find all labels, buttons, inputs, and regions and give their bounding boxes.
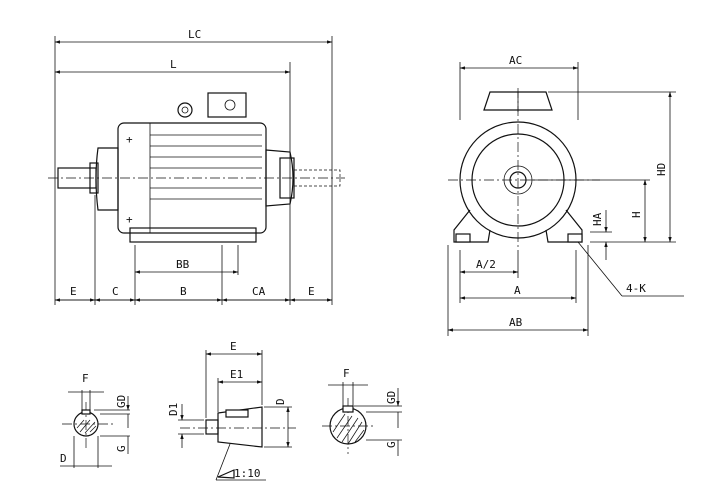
dim-c: C [112, 285, 119, 298]
dim-taper: 1:10 [234, 467, 261, 480]
front-view: AC HD H HA A/2 A AB 4-K [447, 54, 684, 336]
dim-d-shaft: D [274, 398, 287, 405]
dim-l: L [170, 58, 177, 71]
dim-e-right: E [308, 285, 315, 298]
dim-e-left: E [70, 285, 77, 298]
dim-ac: AC [509, 54, 522, 67]
dim-f-left: F [82, 372, 89, 385]
dim-bb: BB [176, 258, 190, 271]
dim-e1: E1 [230, 368, 243, 381]
dim-g-right: G [385, 441, 398, 448]
dim-d1: D1 [167, 403, 180, 416]
dim-h: H [630, 211, 643, 218]
dim-e-shaft: E [230, 340, 237, 353]
dim-hd: HD [655, 163, 668, 176]
dim-lc: LC [188, 28, 201, 41]
svg-text:+: + [126, 213, 133, 226]
dim-4k: 4-K [626, 282, 646, 295]
dim-ab: AB [509, 316, 523, 329]
shaft-side-detail: E E1 D1 D 1:10 [167, 340, 296, 481]
dim-ha: HA [591, 212, 604, 226]
dim-d-left: D [60, 452, 67, 465]
dim-a: A [514, 284, 521, 297]
side-view: + + LC L BB E C B CA E [48, 28, 345, 305]
dim-gd-right: GD [385, 391, 398, 404]
shaft-section-right: F GD G [322, 367, 402, 456]
dim-f-right: F [343, 367, 350, 380]
dim-ca: CA [252, 285, 266, 298]
dim-a-half: A/2 [476, 258, 496, 271]
dim-b: B [180, 285, 187, 298]
dim-g-left: G [115, 445, 128, 452]
svg-text:+: + [126, 133, 133, 146]
dim-gd-left: GD [115, 395, 128, 408]
shaft-section-left: F GD G D [60, 372, 130, 468]
